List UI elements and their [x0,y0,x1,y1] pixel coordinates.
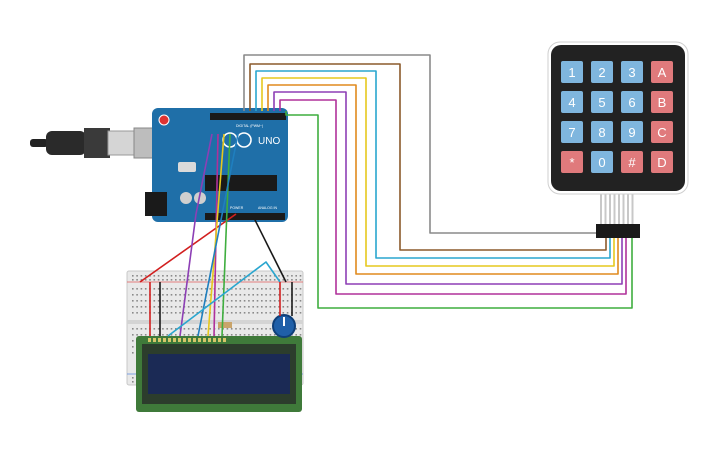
wire-green [285,111,633,309]
lcd-pin [153,338,156,342]
keypad-key[interactable]: 0 [591,151,613,173]
keypad-key[interactable]: 2 [591,61,613,83]
keypad-key-label: 2 [598,65,605,80]
keypad-key[interactable]: 8 [591,121,613,143]
keypad-key[interactable]: 6 [621,91,643,113]
keypad-key[interactable]: C [651,121,673,143]
keypad-4x4: 1 2 3 A 4 5 6 B 7 8 9 C * 0 # D [547,41,689,238]
wire-magenta [279,99,627,295]
keypad-connector [596,224,640,238]
keypad-pin [600,194,602,224]
lcd-pin [163,338,166,342]
keypad-key[interactable]: * [561,151,583,173]
keypad-key-label: A [658,65,667,80]
keypad-pin [622,194,625,224]
wire-black-gnd [251,213,287,283]
keypad-pin [618,194,620,224]
keypad-key[interactable]: B [651,91,673,113]
keypad-key[interactable]: 1 [561,61,583,83]
keypad-key[interactable]: 9 [621,121,643,143]
keypad-key-label: * [569,155,574,170]
lcd-pin [198,338,201,342]
wire-yellow-lcd [207,133,225,337]
keypad-key[interactable]: 3 [621,61,643,83]
wire-brown [249,63,607,251]
wire-blue-lcd [197,133,239,337]
arduino-uno-board: UNO DIGITAL (PWM~) POWER ANALOG IN [145,108,288,222]
wire-orange [267,84,619,275]
keypad-pin [613,194,616,224]
keypad-key-label: # [628,155,636,170]
keypad-pin [627,194,629,224]
keypad-key-label: 6 [628,95,635,110]
digital-header [210,113,286,120]
power-analog-header [205,213,285,220]
lcd-pin [183,338,186,342]
potentiometer[interactable] [272,314,296,338]
analog-pins-label: ANALOG IN [258,206,278,210]
lcd-pin-header [148,338,226,342]
keypad-key-label: 8 [598,125,605,140]
keypad-key-label: 1 [568,65,575,80]
wire-cyan-lcd [167,261,281,337]
wire-purple-lcd [179,133,213,337]
keypad-key-label: 5 [598,95,605,110]
keypad-key-label: B [658,95,667,110]
keypad-key-label: 9 [628,125,635,140]
digital-pins-label: DIGITAL (PWM~) [236,124,263,128]
keypad-key-label: 4 [568,95,575,110]
keypad-pin [609,194,611,224]
lcd-pin [213,338,216,342]
lcd-pin [168,338,171,342]
lcd-pin [188,338,191,342]
resistor [218,322,232,328]
keypad-pin [631,194,634,224]
keypad-key[interactable]: 7 [561,121,583,143]
lcd-pin [158,338,161,342]
wire-gray [243,54,604,234]
keypad-key-label: D [657,155,666,170]
reset-button[interactable] [158,114,170,126]
keypad-key[interactable]: 4 [561,91,583,113]
keypad-key-label: 3 [628,65,635,80]
wire-cyan [255,70,611,259]
lcd-pin [173,338,176,342]
lcd-pin [193,338,196,342]
keypad-key[interactable]: # [621,151,643,173]
lcd-pin [203,338,206,342]
arduino-pcb [152,108,288,222]
keypad-key[interactable]: D [651,151,673,173]
lcd-pin [178,338,181,342]
power-pins-label: POWER [230,206,244,210]
lcd-pin [218,338,221,342]
wire-green-lcd [221,133,231,337]
lcd-pin [148,338,151,342]
keypad-key-label: 0 [598,155,605,170]
keypad-key[interactable]: A [651,61,673,83]
lcd-pin [223,338,226,342]
arduino-brand-label: UNO [258,136,280,147]
keypad-key[interactable]: 5 [591,91,613,113]
atmega-chip [205,175,277,191]
keypad-key-label: C [657,125,666,140]
lcd-screen [148,354,290,394]
wire-yellow [261,77,615,267]
lcd-module [136,336,302,412]
usb-cable [30,127,157,159]
wire-purple [273,91,623,285]
lcd-pin [208,338,211,342]
keypad-pin [604,194,607,224]
keypad-key-label: 7 [568,125,575,140]
